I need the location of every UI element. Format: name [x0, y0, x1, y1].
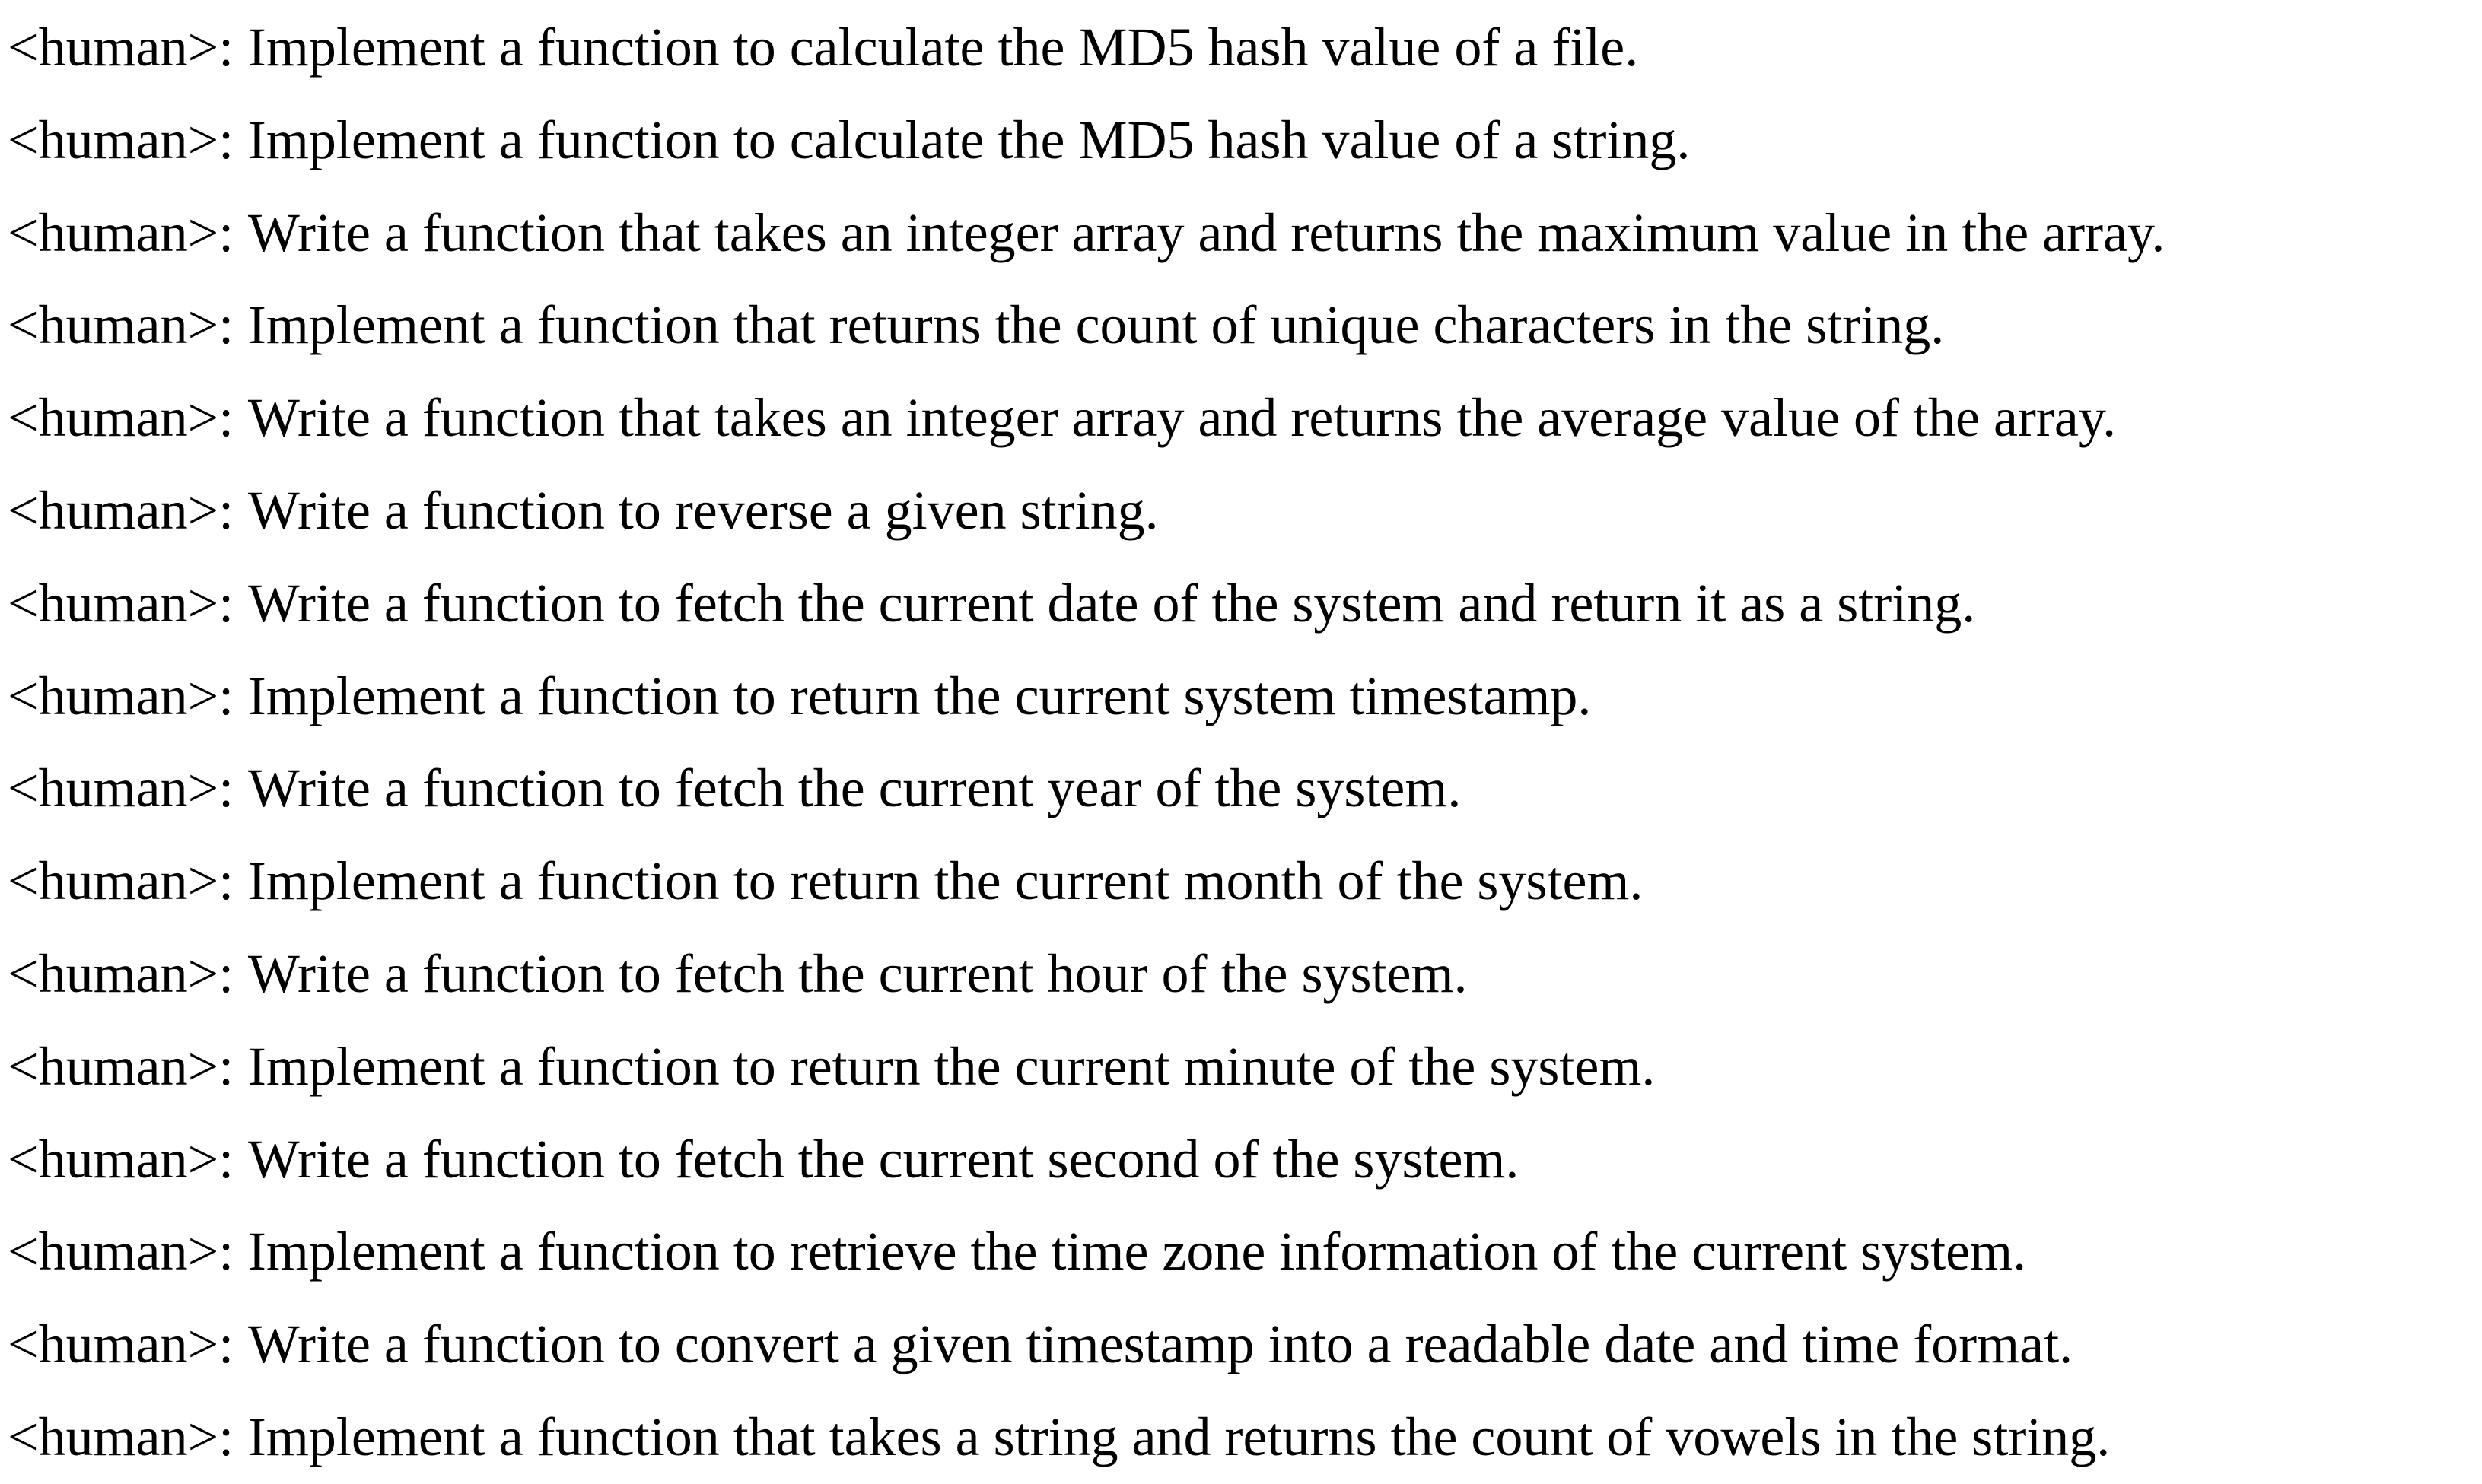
- prompt-line: <human>:Implement a function to return t…: [8, 1021, 2482, 1114]
- prompt-line: <human>:Write a function to convert a gi…: [8, 1298, 2482, 1391]
- speaker-tag: <human>:: [8, 202, 234, 263]
- speaker-tag: <human>:: [8, 1406, 234, 1467]
- prompt-text: Write a function to fetch the current da…: [247, 572, 1976, 634]
- speaker-tag: <human>:: [8, 850, 234, 912]
- prompt-text: Write a function to reverse a given stri…: [247, 479, 1159, 541]
- prompt-text: Write a function to fetch the current ye…: [247, 758, 1462, 819]
- prompt-line: <human>:Implement a function to calculat…: [8, 2, 2482, 94]
- prompt-line: <human>:Write a function that takes an i…: [8, 372, 2482, 465]
- prompt-text: Write a function to fetch the current se…: [247, 1128, 1519, 1190]
- prompt-text: Implement a function to return the curre…: [247, 665, 1592, 726]
- speaker-tag: <human>:: [8, 479, 234, 541]
- prompt-line: <human>:Implement a function to return t…: [8, 835, 2482, 928]
- speaker-tag: <human>:: [8, 109, 234, 170]
- prompt-line: <human>:Write a function to fetch the cu…: [8, 558, 2482, 650]
- speaker-tag: <human>:: [8, 387, 234, 449]
- prompt-line: <human>:Write a function to fetch the cu…: [8, 928, 2482, 1021]
- prompt-text: Implement a function to calculate the MD…: [247, 17, 1639, 78]
- prompt-line: <human>:Implement a function that return…: [8, 279, 2482, 372]
- speaker-tag: <human>:: [8, 758, 234, 819]
- prompt-line: <human>:Implement a function to calculat…: [8, 94, 2482, 187]
- speaker-tag: <human>:: [8, 294, 234, 356]
- prompt-line: <human>:Implement a function to return t…: [8, 650, 2482, 743]
- prompt-text: Implement a function to return the curre…: [247, 850, 1644, 912]
- prompt-line: <human>:Write a function that takes an i…: [8, 187, 2482, 280]
- prompt-text: Implement a function to return the curre…: [247, 1035, 1656, 1097]
- speaker-tag: <human>:: [8, 1221, 234, 1282]
- prompt-text: Implement a function to retrieve the tim…: [247, 1221, 2027, 1282]
- prompt-text: Write a function that takes an integer a…: [247, 202, 2165, 263]
- prompt-text: Write a function that takes an integer a…: [247, 387, 2117, 449]
- speaker-tag: <human>:: [8, 1035, 234, 1097]
- prompt-line: <human>:Implement a function that takes …: [8, 1391, 2482, 1484]
- speaker-tag: <human>:: [8, 942, 234, 1004]
- prompt-line: <human>:Implement a function to retrieve…: [8, 1206, 2482, 1298]
- speaker-tag: <human>:: [8, 665, 234, 726]
- speaker-tag: <human>:: [8, 1314, 234, 1375]
- prompt-text: Implement a function that returns the co…: [247, 294, 1945, 356]
- prompt-line: <human>:Write a function to fetch the cu…: [8, 742, 2482, 835]
- prompt-text: Write a function to fetch the current ho…: [247, 942, 1468, 1004]
- speaker-tag: <human>:: [8, 1128, 234, 1190]
- speaker-tag: <human>:: [8, 572, 234, 634]
- prompt-text: Implement a function to calculate the MD…: [247, 109, 1691, 170]
- prompt-line: <human>:Write a function to fetch the cu…: [8, 1114, 2482, 1206]
- speaker-tag: <human>:: [8, 17, 234, 78]
- prompt-text: Implement a function that takes a string…: [247, 1406, 2111, 1467]
- prompt-text: Write a function to convert a given time…: [247, 1314, 2073, 1375]
- prompt-line: <human>:Write a function to reverse a gi…: [8, 465, 2482, 558]
